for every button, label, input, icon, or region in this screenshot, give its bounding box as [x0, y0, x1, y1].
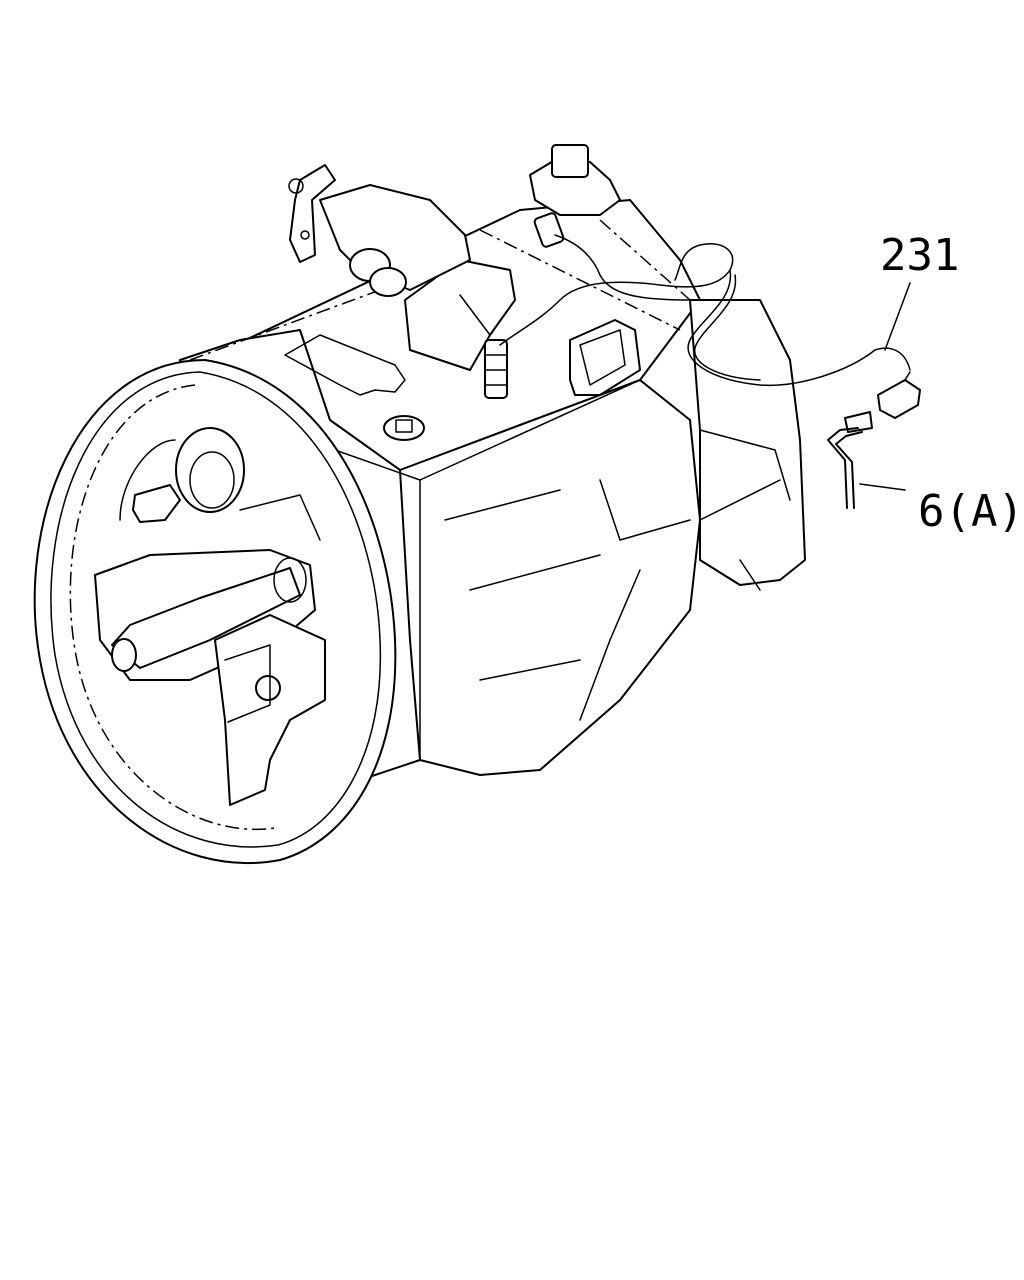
top-cover-details	[284, 144, 641, 441]
speed-sensor	[827, 411, 873, 509]
callout-label-sensor: 6(A)	[918, 486, 1024, 537]
leader-231	[884, 282, 911, 351]
leader-6a	[859, 483, 906, 491]
wiring-harness	[499, 234, 921, 419]
callout-label-harness: 231	[880, 230, 959, 281]
bell-housing-flange	[33, 359, 397, 865]
callout-leaders	[859, 282, 911, 491]
